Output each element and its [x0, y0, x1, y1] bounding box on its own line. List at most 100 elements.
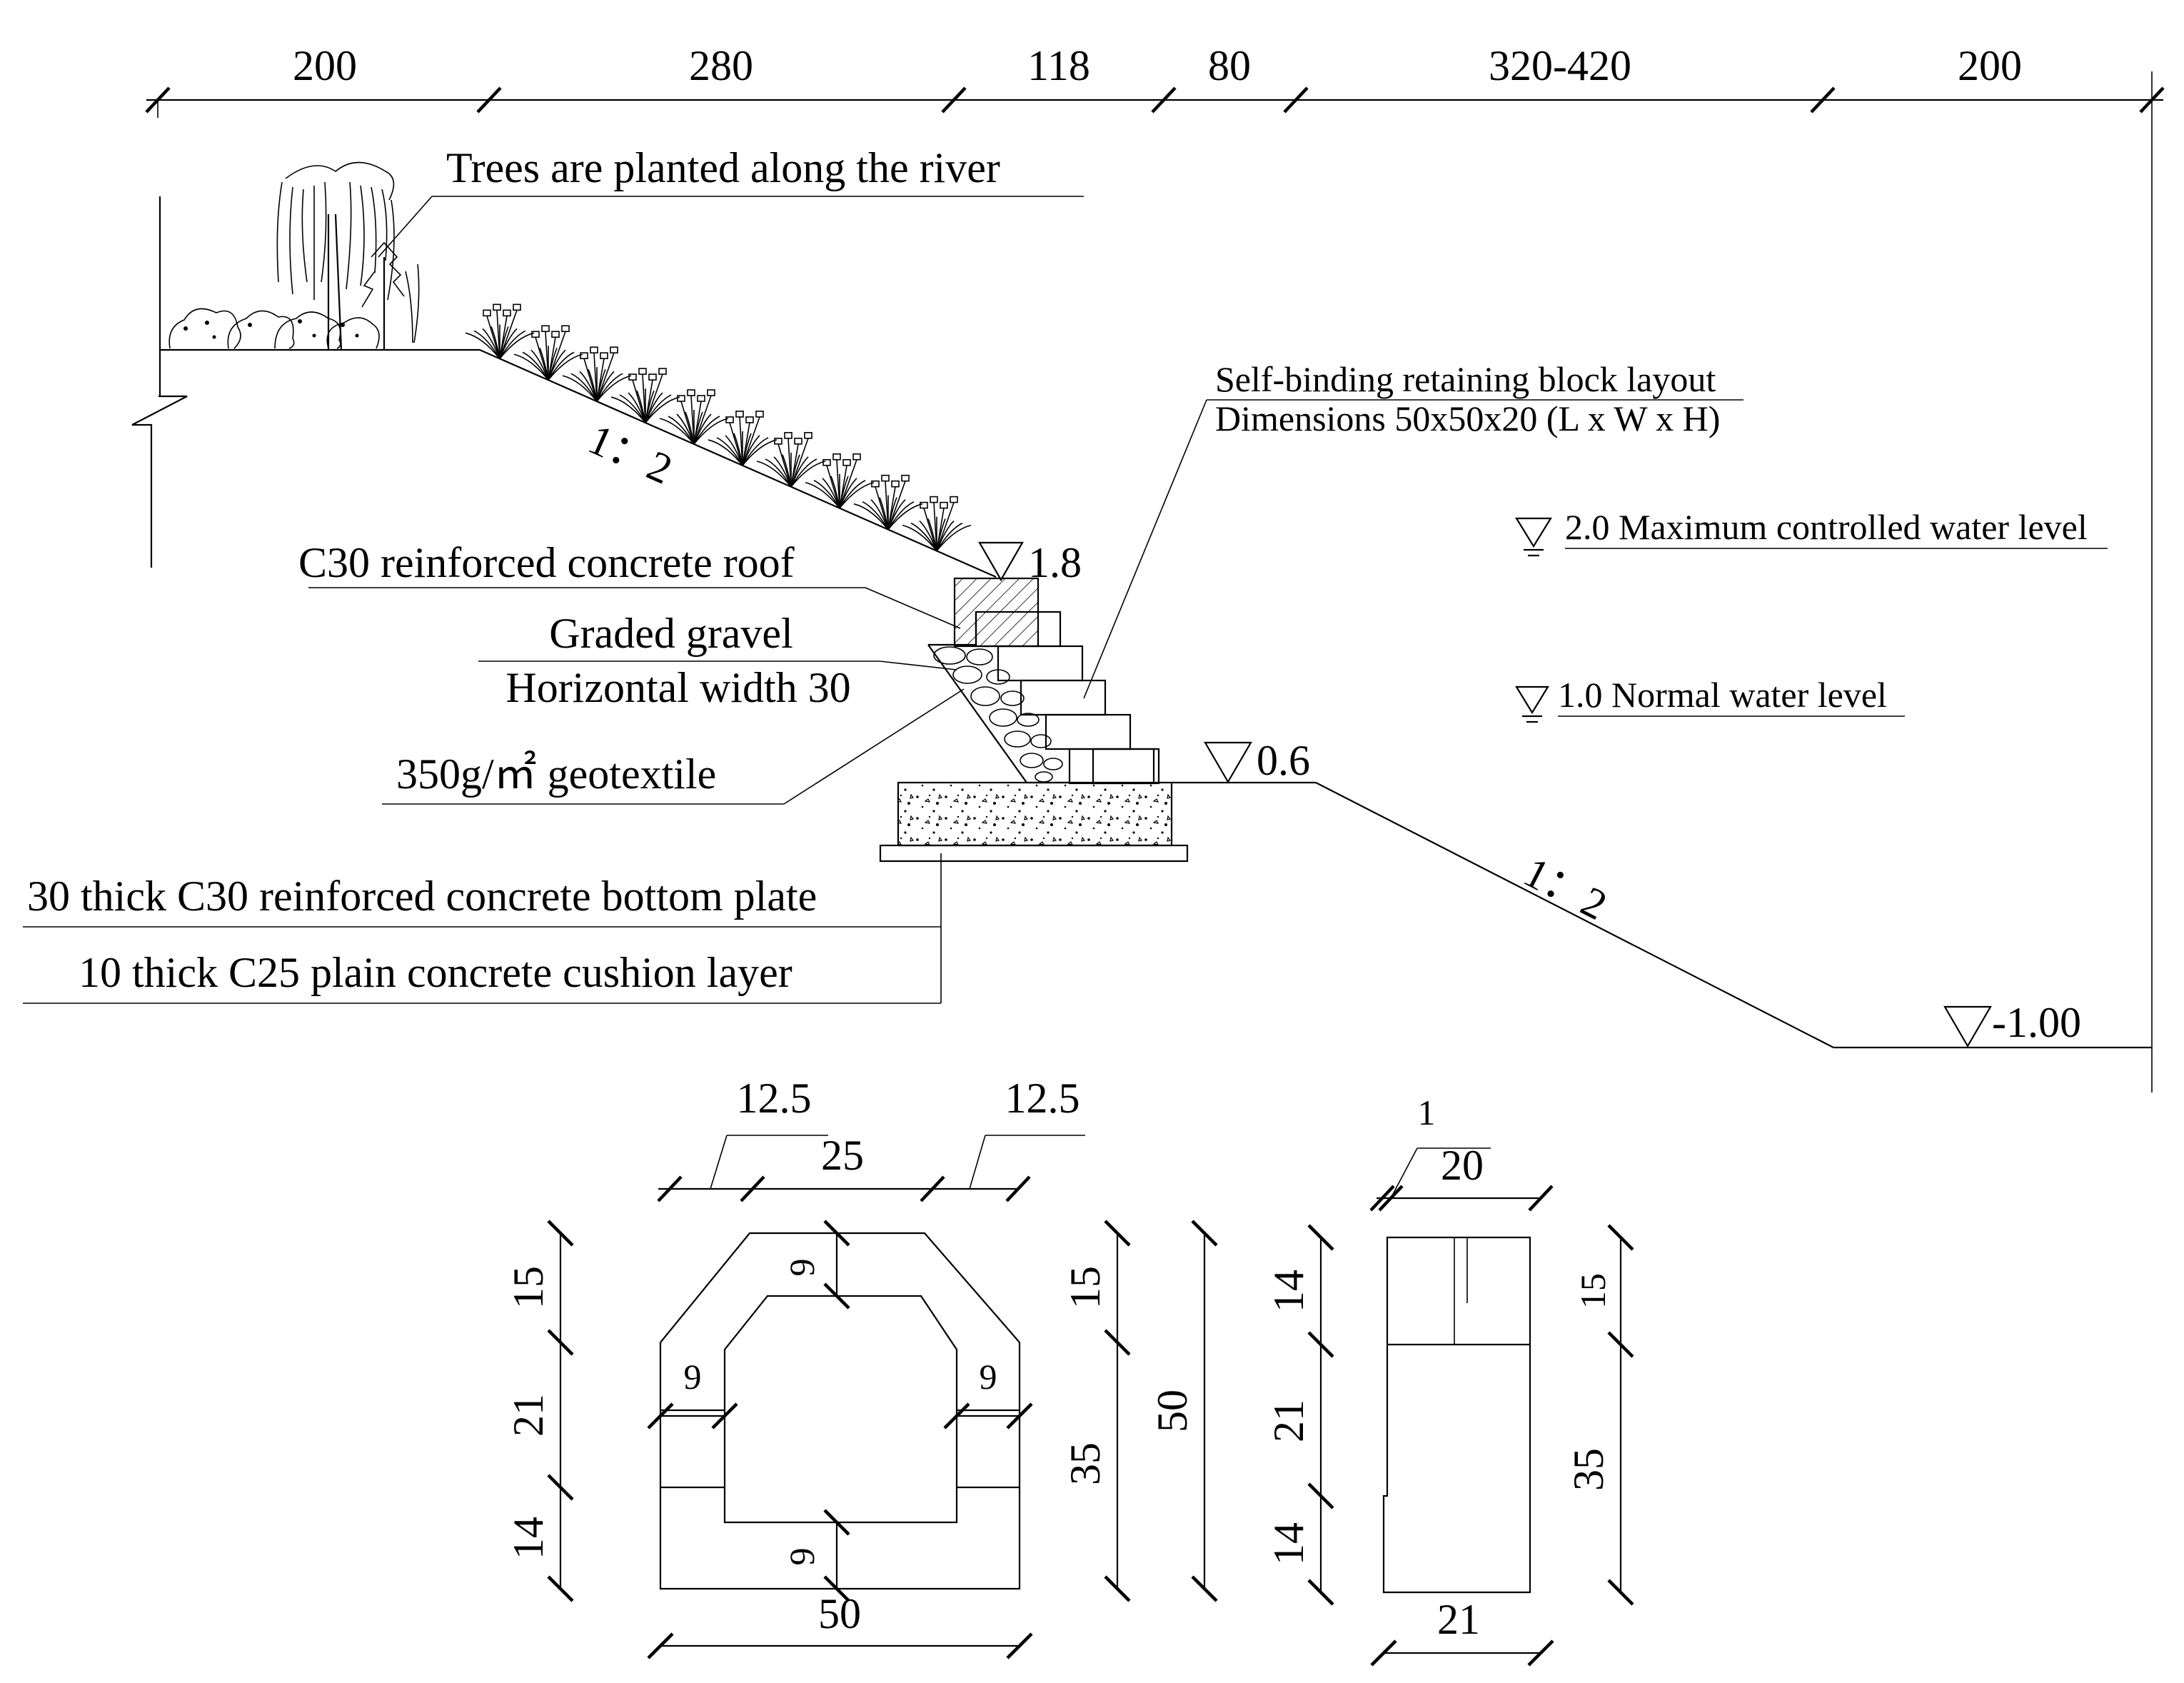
- upper-slope: [479, 348, 997, 578]
- roof-note: C30 reinforced concrete roof: [298, 539, 795, 586]
- retaining-block: [1020, 679, 1107, 716]
- gravel-stone: [952, 665, 982, 684]
- annotations: Trees are planted along the river Self-b…: [23, 144, 1743, 1004]
- front-dim-left-14: 14: [505, 1517, 552, 1559]
- side-dim-bottom: 21: [1437, 1596, 1480, 1643]
- grass-plant-icon: [902, 496, 972, 552]
- gravel-stone: [1004, 730, 1031, 748]
- trees-note: Trees are planted along the river: [446, 144, 1000, 191]
- front-dim-top-left: 12.5: [737, 1075, 812, 1122]
- gravel-stone: [989, 708, 1017, 727]
- front-dim-wall-right: 9: [980, 1357, 997, 1397]
- gravel-stone: [1017, 713, 1040, 727]
- side-dim-right-35: 35: [1565, 1448, 1612, 1491]
- max-water-level-label: 2.0 Maximum controlled water level: [1565, 507, 2088, 547]
- grass-plant-icon: [513, 325, 583, 381]
- retaining-block: [997, 645, 1084, 682]
- grass-plant-icon: [708, 411, 778, 466]
- elevation-triangle-icon: [1943, 1005, 1992, 1048]
- block-front-view: 12.5 25 12.5 15 21 14 9 9 9 9 15: [505, 1075, 1218, 1659]
- side-dim-left-14-bottom: 14: [1265, 1522, 1312, 1565]
- elevation-triangle-icon: [978, 541, 1024, 582]
- gravel-stone: [1000, 690, 1025, 706]
- gravel-stone: [1043, 758, 1063, 770]
- slope-plants: [465, 303, 972, 552]
- side-dim-left-14-top: 14: [1265, 1270, 1312, 1312]
- side-dim-left-21: 21: [1265, 1400, 1312, 1442]
- block-dimensions-note: Dimensions 50x50x20 (L x W x H): [1215, 398, 1720, 438]
- retaining-block: [1068, 748, 1155, 785]
- dim-label-80: 80: [1208, 42, 1251, 89]
- elevation-markers: 1.8 0.6 -1.00 2.0 Maximum controlled wat…: [978, 507, 2108, 1048]
- gravel-stone: [1035, 771, 1053, 783]
- gravel-stone: [986, 669, 1010, 685]
- front-dim-right-50: 50: [1149, 1390, 1196, 1432]
- concrete-bottom-plate: [897, 781, 1173, 847]
- front-dim-wall-top: 9: [782, 1259, 822, 1277]
- dim-label-200-right: 200: [1958, 42, 2022, 89]
- grass-plant-icon: [659, 389, 729, 445]
- cushion-note: 10 thick C25 plain concrete cushion laye…: [79, 949, 792, 996]
- grass-plant-icon: [465, 303, 535, 359]
- tree-planting-illustration: [168, 161, 420, 351]
- retaining-block: [1092, 748, 1160, 785]
- upper-slope-ratio: 1：2: [582, 416, 679, 493]
- dim-tick: [1151, 86, 1177, 114]
- geotextile-note: 350g/㎡ geotextile: [396, 750, 716, 798]
- gravel-stone: [970, 686, 1000, 706]
- retaining-wall: [879, 577, 1189, 863]
- front-dim-bottom: 50: [818, 1590, 861, 1637]
- side-dim-top-small: 1: [1418, 1092, 1436, 1132]
- grass-plant-icon: [756, 432, 826, 488]
- elevation-label-0-6: 0.6: [1257, 737, 1310, 784]
- dim-label-320-420: 320-420: [1489, 42, 1631, 89]
- dim-label-118: 118: [1027, 42, 1090, 89]
- bottom-plate-note: 30 thick C30 reinforced concrete bottom …: [27, 873, 817, 920]
- grass-plant-icon: [562, 346, 632, 402]
- small-tree-icon: [361, 241, 420, 350]
- front-dim-right-15: 15: [1062, 1266, 1109, 1309]
- gravel-stone: [933, 646, 966, 665]
- grass-plant-icon: [805, 453, 875, 509]
- dim-tick: [941, 86, 967, 114]
- grass-plant-icon: [853, 474, 923, 531]
- lower-slope: [1172, 781, 2152, 1049]
- front-dim-left-21: 21: [505, 1394, 552, 1437]
- front-dim-right-35: 35: [1062, 1442, 1109, 1485]
- dim-tick: [1283, 86, 1309, 114]
- top-dimension-chain: 200 280 118 80 320-420 200: [145, 42, 2165, 1092]
- elevation-label-1-8: 1.8: [1028, 539, 1082, 586]
- water-level-icon: [1515, 685, 1549, 723]
- block-layout-note: Self-binding retaining block layout: [1215, 359, 1716, 399]
- gravel-stone: [966, 648, 993, 665]
- dim-tick: [1810, 86, 1836, 114]
- gravel-stone: [1030, 734, 1052, 748]
- dim-label-280: 280: [689, 42, 753, 89]
- willow-tree-icon: [276, 161, 395, 351]
- front-dim-wall-bottom: 9: [782, 1548, 822, 1566]
- lower-slope-ratio: 1：2: [1516, 848, 1614, 929]
- gravel-note: Graded gravel: [549, 610, 792, 657]
- block-side-view: 1 20 14 21 14 15 35 21: [1265, 1092, 1634, 1667]
- elevation-label-minus-1: -1.00: [1992, 999, 2081, 1046]
- grass-plant-icon: [610, 368, 680, 423]
- shrub-icon: [168, 308, 380, 349]
- front-dim-top-right: 12.5: [1005, 1075, 1080, 1122]
- dim-label-200-left: 200: [293, 42, 357, 89]
- elevation-triangle-icon: [1204, 741, 1252, 784]
- front-dim-wall-left: 9: [684, 1357, 702, 1397]
- side-dim-right-15: 15: [1573, 1273, 1613, 1309]
- water-level-icon: [1515, 517, 1552, 557]
- dim-tick: [476, 86, 502, 114]
- front-dim-left-15: 15: [505, 1266, 552, 1309]
- left-bank: [131, 196, 480, 568]
- side-dim-top: 20: [1441, 1142, 1484, 1189]
- normal-water-level-label: 1.0 Normal water level: [1558, 675, 1887, 715]
- front-dim-top-mid: 25: [821, 1132, 864, 1179]
- gravel-stone: [1020, 753, 1044, 768]
- concrete-cushion-layer: [879, 844, 1189, 863]
- gravel-width-note: Horizontal width 30: [505, 664, 850, 711]
- retaining-block: [1045, 713, 1132, 750]
